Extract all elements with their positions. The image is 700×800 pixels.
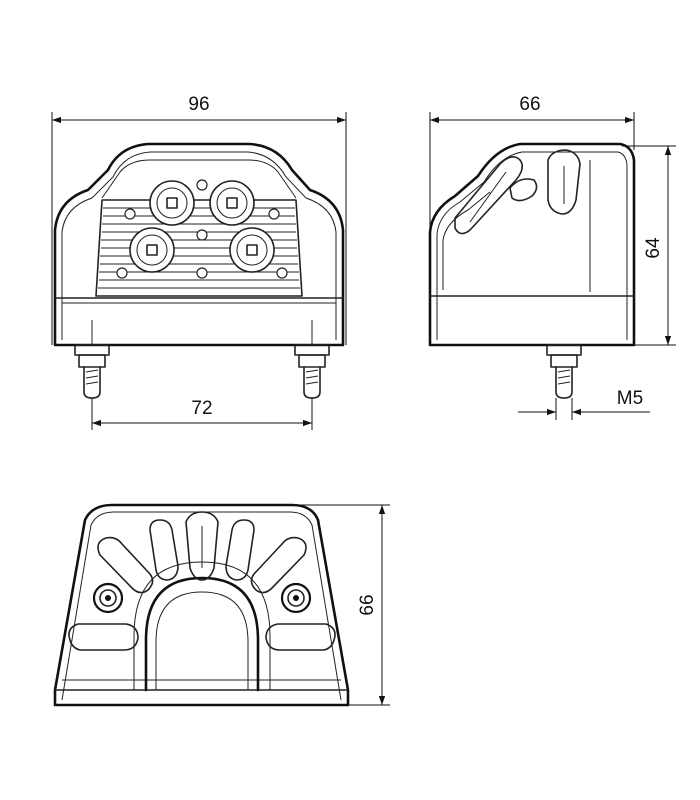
screw-hole-left (92, 582, 124, 614)
bottom-view: 66 (53, 503, 390, 707)
screw-hole-right (280, 582, 312, 614)
led-bottom-left (129, 227, 175, 273)
dim-thread-label: M5 (617, 388, 643, 409)
dim-stud-spacing: 72 (91, 398, 313, 430)
dim-bottom-height-label: 66 (357, 594, 378, 615)
stud-left (74, 320, 110, 399)
dim-stud-spacing-label: 72 (191, 398, 212, 419)
led-bottom-right (229, 227, 275, 273)
led-top-right (209, 180, 255, 226)
dim-side-width-label: 66 (519, 94, 540, 115)
dim-side-height-label: 64 (643, 237, 664, 259)
side-stud (546, 344, 582, 399)
led-top-left (149, 180, 195, 226)
dim-bottom-height: 66 (296, 504, 390, 706)
dim-front-width: 96 (51, 94, 347, 345)
side-view: 66 64 M5 (428, 94, 676, 420)
dim-side-width: 66 (429, 94, 635, 240)
dim-front-width-label: 96 (188, 94, 209, 115)
dim-thread: M5 (518, 388, 650, 420)
small-dots (116, 179, 288, 279)
front-view: 96 72 (51, 94, 347, 430)
dim-side-height: 64 (622, 145, 676, 346)
stud-right (294, 320, 330, 399)
